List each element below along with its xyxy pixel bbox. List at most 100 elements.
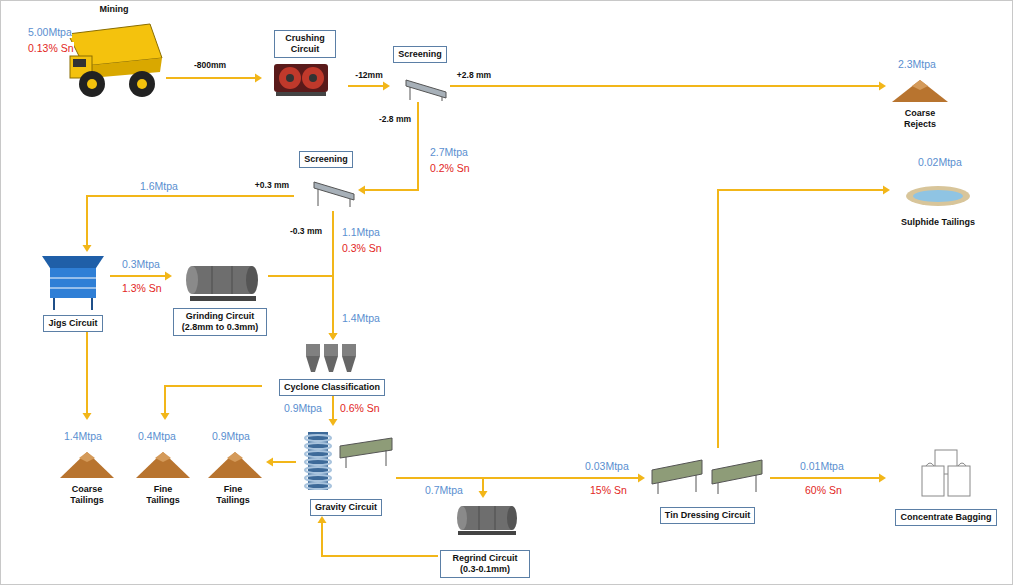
flow-line <box>365 102 418 190</box>
shaking-table-icon <box>652 460 762 494</box>
arrow-head <box>358 186 365 195</box>
tonnage-label: 1.4Mtpa <box>342 312 380 324</box>
size-fraction-label: -800mm <box>192 61 228 70</box>
flow-arrow <box>110 272 172 281</box>
process-unit: Jigs Circuit <box>36 252 110 332</box>
flow-arrow <box>450 82 886 91</box>
stream-label: Coarse Tailings <box>62 484 112 506</box>
arrow-head <box>83 245 92 252</box>
grade-label: 1.3% Sn <box>122 282 162 294</box>
flow-arrow <box>318 516 439 556</box>
regrind-mill-icon <box>457 506 517 535</box>
arrow-head <box>479 491 488 498</box>
tailings-pond-icon <box>906 186 970 206</box>
process-unit: Crushing Circuit <box>262 30 348 98</box>
tonnage-label: 1.4Mtpa <box>64 430 102 442</box>
stream-label: Fine Tailings <box>138 484 188 506</box>
product-stream: Mining <box>62 4 166 104</box>
stream-label: Mining <box>100 4 129 15</box>
arrow-head <box>329 333 338 340</box>
tonnage-label: 0.9Mtpa <box>212 430 250 442</box>
flow-line <box>166 77 255 79</box>
haul-truck-icon <box>68 24 162 97</box>
unit-label: Screening <box>299 151 353 168</box>
unit-label: Jigs Circuit <box>43 315 102 332</box>
flow-line <box>718 190 883 448</box>
unit-label: Gravity Circuit <box>310 499 382 516</box>
arrow-head <box>165 272 172 281</box>
size-fraction-label: -2.8 mm <box>377 115 413 124</box>
grade-label: 0.6% Sn <box>340 402 380 414</box>
product-stream: Sulphide Tailings <box>890 176 986 228</box>
process-unit: Tin Dressing Circuit <box>645 448 770 524</box>
flow-line <box>87 196 294 245</box>
flow-line <box>348 85 383 87</box>
process-unit: Screening <box>294 151 358 211</box>
unit-label: Concentrate Bagging <box>895 509 996 526</box>
flow-arrow <box>396 478 488 498</box>
process-unit: Concentrate Bagging <box>886 446 1006 526</box>
jig-icon <box>42 256 104 310</box>
tonnage-label: 0.4Mtpa <box>138 430 176 442</box>
process-unit: Regrind Circuit (0.3-0.1mm) <box>438 498 532 578</box>
tonnage-label: 0.03Mtpa <box>585 460 629 472</box>
grade-label: 15% Sn <box>590 484 627 496</box>
flow-line <box>332 396 334 419</box>
grade-label: 60% Sn <box>805 484 842 496</box>
screen-icon <box>406 80 446 101</box>
tonnage-label: 2.7Mtpa <box>430 146 468 158</box>
arrow-head <box>266 458 273 467</box>
arrow-head <box>255 74 262 83</box>
process-unit: Gravity Circuit <box>296 426 396 516</box>
arrow-head <box>161 413 170 420</box>
tonnage-label: 2.3Mtpa <box>898 58 936 70</box>
crusher-icon <box>274 64 328 96</box>
flow-line <box>268 276 333 333</box>
flow-arrow <box>166 74 262 83</box>
stockpile-icon <box>208 452 262 478</box>
flow-arrow <box>83 332 92 420</box>
shaking-table-icon <box>340 438 392 468</box>
size-fraction-label: -12mm <box>353 71 384 80</box>
arrow-head <box>638 474 645 483</box>
arrow-head <box>383 82 390 91</box>
unit-label: Tin Dressing Circuit <box>660 507 755 524</box>
tonnage-label: 0.7Mtpa <box>425 484 463 496</box>
tonnage-label: 0.9Mtpa <box>284 402 322 414</box>
arrow-head <box>883 186 890 195</box>
process-unit: Cyclone Classification <box>262 340 402 396</box>
tonnage-label: 1.1Mtpa <box>342 226 380 238</box>
tonnage-label: 0.02Mtpa <box>918 156 962 168</box>
flow-arrow <box>266 458 296 467</box>
flow-arrow <box>83 196 295 252</box>
unit-label: Regrind Circuit (0.3-0.1mm) <box>440 550 530 578</box>
stream-label: Coarse Rejects <box>895 108 945 130</box>
arrow-head <box>329 419 338 426</box>
stockpile-icon <box>136 452 190 478</box>
flow-line <box>450 85 879 87</box>
flow-line <box>322 523 438 556</box>
size-fraction-label: +0.3 mm <box>253 181 291 190</box>
grade-label: 0.13% Sn <box>28 42 74 54</box>
grade-label: 0.2% Sn <box>430 162 470 174</box>
tonnage-label: 5.00Mtpa <box>28 26 72 38</box>
flow-arrow <box>770 474 886 483</box>
flow-arrow <box>718 186 890 449</box>
tonnage-label: 0.3Mtpa <box>122 258 160 270</box>
flow-line <box>770 477 879 479</box>
bulk-bag-icon <box>922 450 970 496</box>
arrow-head <box>83 413 92 420</box>
arrow-head <box>879 474 886 483</box>
flow-line <box>86 332 88 413</box>
ball-mill-icon <box>186 266 258 301</box>
unit-label: Screening <box>393 46 447 63</box>
size-fraction-label: +2.8 mm <box>455 71 493 80</box>
flow-line <box>110 275 165 277</box>
grade-label: 0.3% Sn <box>342 242 382 254</box>
stream-label: Sulphide Tailings <box>901 217 975 228</box>
flow-arrow <box>358 102 418 195</box>
flow-arrow <box>268 276 338 340</box>
screen-icon <box>314 182 354 207</box>
